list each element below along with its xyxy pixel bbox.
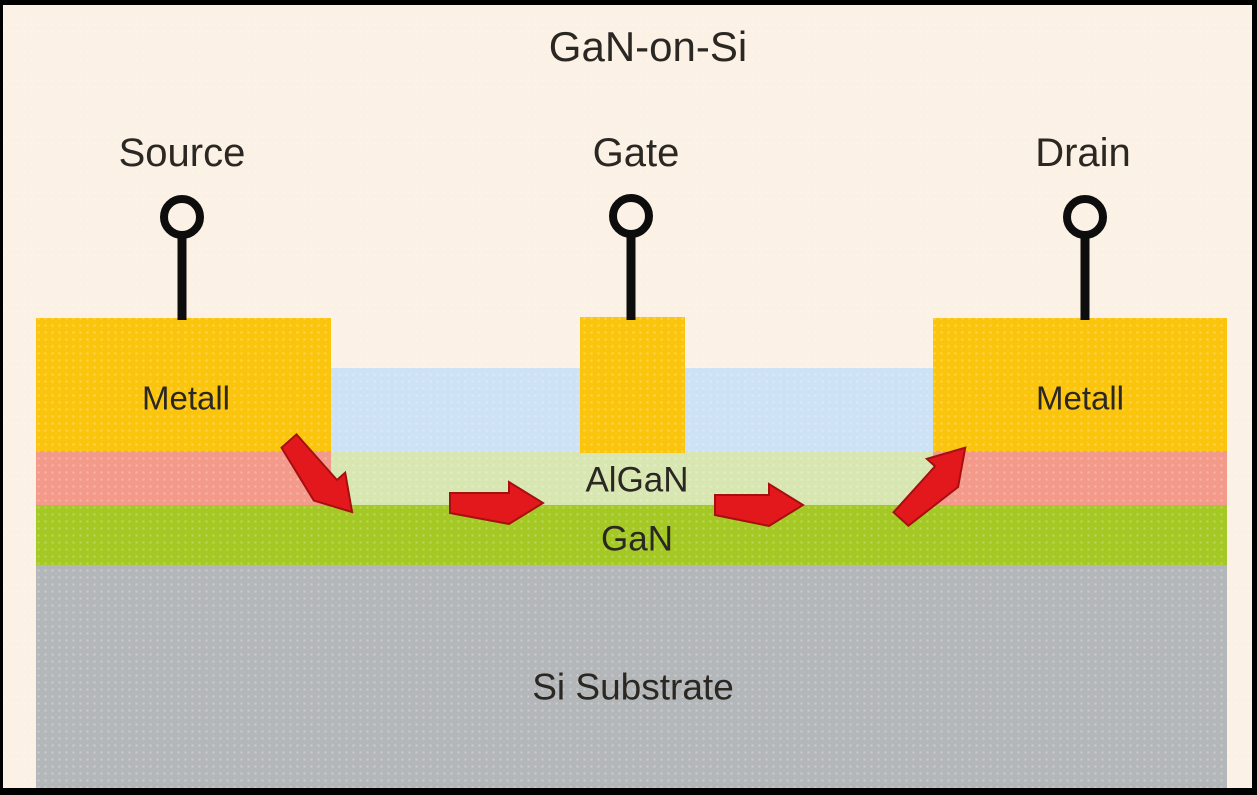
drain-metal-block xyxy=(933,318,1227,451)
algan-layer xyxy=(331,451,933,505)
diagram-title: GaN-on-Si xyxy=(548,23,748,70)
source-terminal-circle xyxy=(160,195,204,239)
si-substrate-label: Si Substrate xyxy=(532,666,734,708)
current-arrow-channel-left-icon xyxy=(449,480,545,526)
gate-label: Gate xyxy=(592,131,680,175)
current-arrow-source-down-icon xyxy=(280,432,354,514)
algan-layer-label: AlGaN xyxy=(585,460,689,500)
drain-metal-label: Metall xyxy=(1035,379,1125,417)
source-metal-block xyxy=(36,318,331,451)
gate-terminal-icon xyxy=(609,194,653,320)
drain-label: Drain xyxy=(1035,131,1131,175)
current-arrow-channel-right-icon xyxy=(714,482,805,528)
source-metal-label: Metall xyxy=(141,379,231,417)
source-terminal-icon xyxy=(160,195,204,320)
source-label: Source xyxy=(118,131,246,175)
gate-metal-block xyxy=(580,317,685,453)
ohmic-contact-region-left xyxy=(36,451,331,505)
gan-layer xyxy=(36,505,1227,565)
si-substrate-layer xyxy=(36,565,1227,790)
drain-terminal-icon xyxy=(1063,195,1107,320)
current-arrow-drain-up-icon xyxy=(892,446,967,527)
drain-terminal-circle xyxy=(1063,195,1107,239)
gate-terminal-circle xyxy=(609,194,653,238)
ohmic-contact-region-right xyxy=(933,451,1227,505)
gan-layer-label: GaN xyxy=(601,519,673,559)
